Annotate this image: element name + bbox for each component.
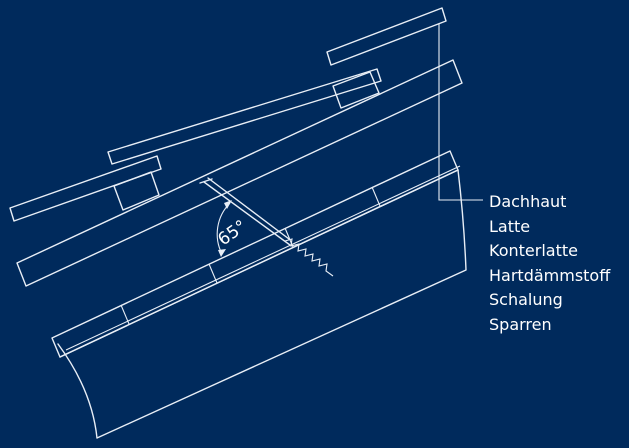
dachhaut-roofing bbox=[9, 7, 447, 222]
sheathing-top-edge bbox=[59, 169, 459, 358]
sheathing-line bbox=[65, 165, 461, 351]
legend-item-konterlatte: Konterlatte bbox=[489, 241, 578, 261]
hartdaemmstoff-insulation bbox=[51, 150, 459, 358]
legend-item-dachhaut: Dachhaut bbox=[489, 192, 567, 211]
legend-leader-line bbox=[438, 24, 483, 201]
roofing-panel-lower bbox=[9, 155, 162, 222]
angle-arrow-top-icon bbox=[224, 200, 232, 209]
angle-marker: 65° bbox=[214, 200, 251, 257]
batten-upper bbox=[332, 71, 380, 109]
angle-label: 65° bbox=[214, 216, 250, 250]
screw-fastener bbox=[199, 177, 334, 277]
screw-thread bbox=[284, 238, 334, 277]
legend-item-latte: Latte bbox=[489, 216, 531, 236]
konterlatte-counter-batten bbox=[16, 59, 463, 287]
screw-shank-edge bbox=[207, 177, 290, 240]
roofing-panel-upper bbox=[326, 7, 447, 66]
screw-shank bbox=[203, 181, 291, 246]
rafter-outline bbox=[57, 169, 467, 439]
batten-lower bbox=[113, 171, 160, 211]
roofing-panel-middle bbox=[107, 68, 382, 165]
latte-battens bbox=[113, 71, 380, 211]
legend-item-schalung: Schalung bbox=[489, 290, 563, 310]
counter-batten bbox=[16, 59, 463, 287]
schalung-sparren bbox=[57, 165, 467, 439]
legend-item-hartdaemmstoff: Hartdämmstoff bbox=[489, 265, 611, 285]
insulation-joint-4 bbox=[371, 186, 381, 207]
legend-item-sparren: Sparren bbox=[489, 314, 552, 334]
angle-arrow-bottom-icon bbox=[218, 249, 226, 257]
insulation-board bbox=[51, 150, 459, 358]
layer-legend: Dachhaut Latte Konterlatte Hartdämmstoff… bbox=[489, 190, 610, 338]
